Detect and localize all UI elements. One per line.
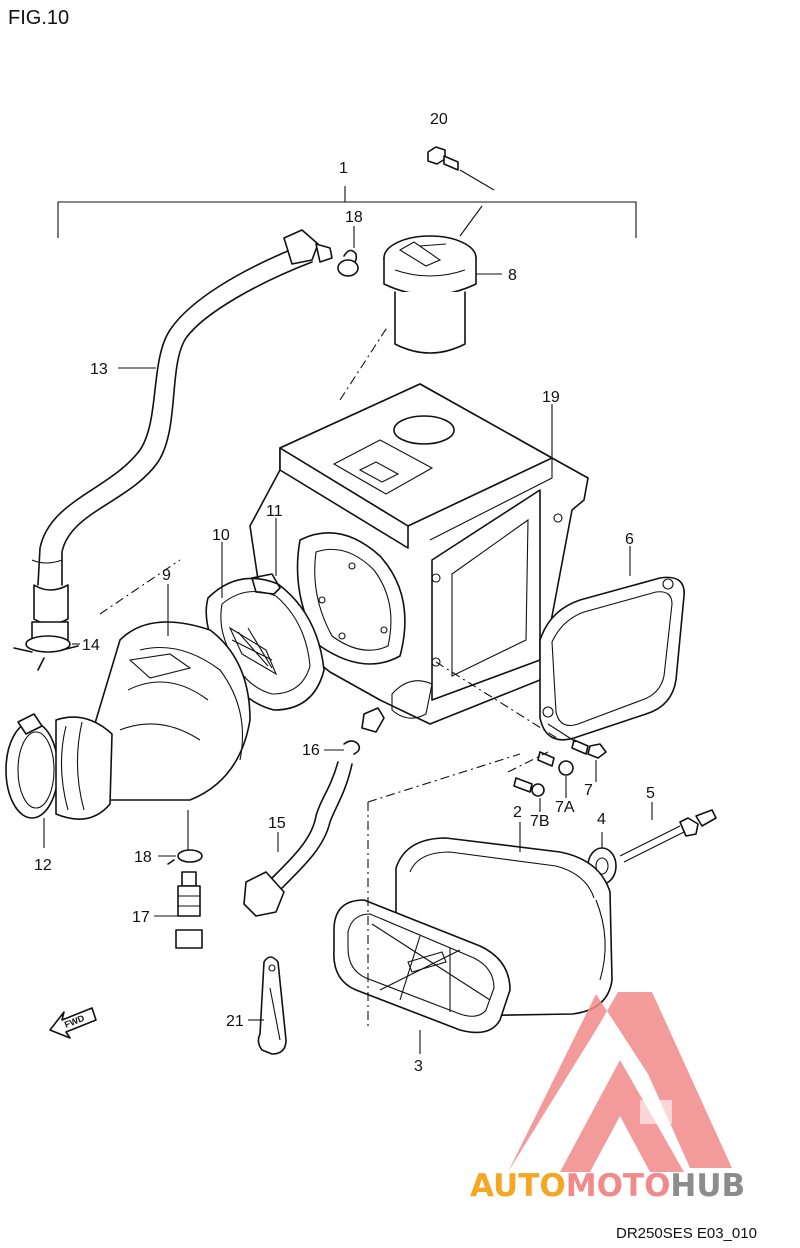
callout-4: 4 [597, 811, 606, 828]
guide-line [99, 559, 181, 615]
drain-plug-17 [154, 871, 203, 949]
cap-8 [383, 235, 502, 354]
callout-7b: 7B [530, 813, 550, 830]
assembly-bracket [57, 186, 637, 238]
guide-line [435, 661, 561, 741]
callout-10: 10 [212, 527, 230, 544]
automotohub-logo: AUTOMOTOHUB [470, 992, 745, 1204]
logo-text-moto: MOTO [566, 1168, 671, 1204]
callout-20: 20 [430, 111, 448, 128]
breather-hose-13 [31, 229, 333, 641]
callout-2: 2 [513, 804, 522, 821]
callout-19: 19 [542, 389, 560, 406]
cover-6 [539, 546, 685, 741]
clamp-14 [13, 635, 80, 671]
clamp-11 [251, 518, 281, 595]
bracket-21 [248, 956, 287, 1055]
callout-5: 5 [646, 785, 655, 802]
screw-7a [537, 751, 574, 798]
air-cleaner-case-19 [249, 383, 589, 733]
wing-bolt-5 [619, 802, 717, 863]
callout-14: 14 [82, 637, 100, 654]
clip-16 [324, 740, 361, 755]
drain-hose-15 [243, 761, 353, 917]
screw-7b [507, 751, 549, 812]
callout-12: 12 [34, 857, 52, 874]
callout-1: 1 [339, 160, 348, 177]
callout-11: 11 [266, 503, 283, 520]
callout-18: 18 [345, 209, 363, 226]
callout-6: 6 [625, 531, 634, 548]
callout-8: 8 [508, 267, 517, 284]
svg-text:AUTOMOTOHUB: AUTOMOTOHUB [470, 1168, 745, 1204]
logo-text-auto: AUTO [470, 1168, 566, 1204]
callout-7: 7 [584, 782, 593, 799]
callout-15: 15 [268, 815, 286, 832]
figure-title: FIG.10 [8, 7, 69, 29]
clamp-18-lower [158, 810, 203, 865]
callout-7a: 7A [555, 799, 575, 816]
screw-7 [547, 723, 607, 782]
clamp-18-upper [337, 226, 359, 277]
callout-13: 13 [90, 361, 108, 378]
fwd-arrow-icon: FWD [49, 1007, 97, 1039]
callout-9: 9 [162, 567, 171, 584]
guide-line [339, 325, 389, 401]
callout-18-lower: 18 [134, 849, 152, 866]
logo-text-hub: HUB [670, 1168, 745, 1204]
clamp-12 [5, 713, 113, 848]
callout-17: 17 [132, 909, 150, 926]
callout-16: 16 [302, 742, 320, 759]
callout-3: 3 [414, 1058, 423, 1075]
element-frame-3 [333, 899, 511, 1054]
figure-code: DR250SES E03_010 [616, 1225, 757, 1242]
guide-line [367, 753, 521, 803]
callout-21: 21 [226, 1013, 244, 1030]
bolt-20 [427, 146, 495, 237]
